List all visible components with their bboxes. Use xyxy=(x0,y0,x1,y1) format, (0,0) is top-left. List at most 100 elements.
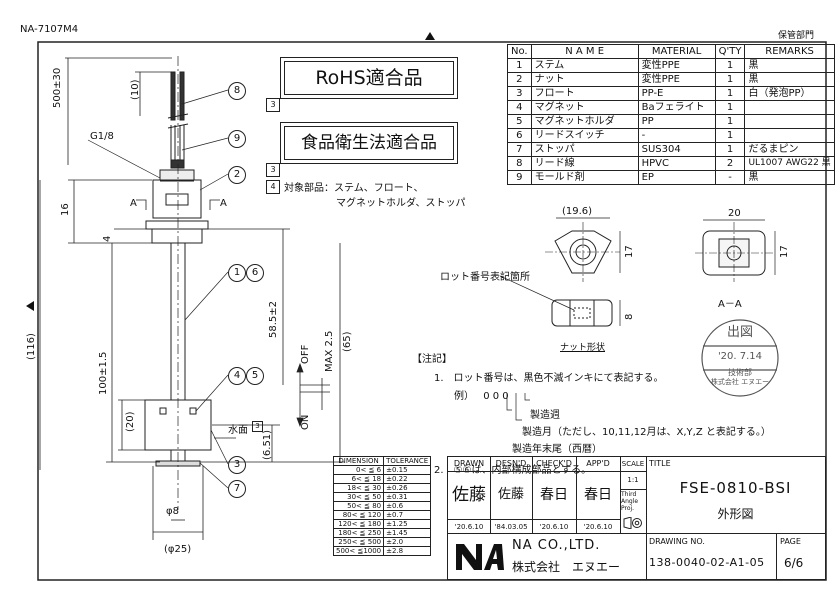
note-2: 2. ⑤⑥は、内部構成部品とする。 xyxy=(434,465,592,476)
label-desnd: DESN'D xyxy=(490,457,533,472)
balloon-5: 5 xyxy=(246,367,264,385)
dim-nut-width: (19.6) xyxy=(562,206,593,217)
table-row: 500< ≦1000±2.8 xyxy=(332,546,432,556)
balloon-4: 4 xyxy=(228,367,246,385)
approval-stamp xyxy=(701,319,779,397)
revision-mark-4-target: 4 xyxy=(266,180,280,194)
note-1: 1. ロット番号は、黒色不滅インキにて表記する。 xyxy=(434,373,664,384)
section-mark-left: A xyxy=(130,198,137,209)
center-mark-left xyxy=(26,301,34,311)
note-leaders xyxy=(506,393,530,421)
label-appd: APP'D xyxy=(576,457,620,472)
dim-10: (10) xyxy=(130,79,141,100)
tolerance-header-dimension: DIMENSION xyxy=(332,456,385,466)
scale-value: 1:1 xyxy=(620,471,646,490)
dim-nut-height: 17 xyxy=(624,245,635,258)
dim-aa-height: 17 xyxy=(779,245,790,258)
part-name: 外形図 xyxy=(717,507,754,521)
header-material: MATERIAL xyxy=(637,44,716,59)
dim-phi8: φ8 xyxy=(166,506,179,517)
doc-code: NA-7107M4 xyxy=(20,24,79,35)
dim-max-2-5: MAX 2.5 xyxy=(324,330,335,372)
drawing-number: 138-0040-02-A1-05 xyxy=(649,556,765,569)
balloon-3: 3 xyxy=(228,456,246,474)
signature-drawn: 佐藤 xyxy=(448,471,491,519)
center-mark-top xyxy=(425,32,435,40)
dim-g18: G1/8 xyxy=(90,131,114,142)
tolerance-header-tolerance: TOLERANCE xyxy=(383,456,432,466)
date-desnd: '84.03.05 xyxy=(490,519,533,534)
nut-top-view xyxy=(545,217,621,282)
dimension-lines xyxy=(39,57,345,540)
part-number: FSE-0810-BSI xyxy=(679,479,792,497)
section-aa-label: A－A xyxy=(718,299,742,310)
table-row: 120< ≦ 180±1.25 xyxy=(332,519,432,529)
label-title: TITLE xyxy=(649,459,671,468)
table-row: 0< ≦ 6±0.15 xyxy=(332,465,432,475)
signature-area: DRAWN DESN'D CHECK'D APP'D 佐藤 佐藤 春日 春日 '… xyxy=(448,457,621,534)
date-drawn: '20.6.10 xyxy=(448,519,491,534)
dim-20: (20) xyxy=(125,411,136,432)
balloon-2: 2 xyxy=(228,166,246,184)
storage-label: 保管部門 xyxy=(778,31,815,41)
table-row: 250< ≦ 500±2.0 xyxy=(332,537,432,547)
projection-label: Third Angle Proj. xyxy=(621,491,639,512)
date-appd: '20.6.10 xyxy=(576,519,620,534)
balloon-6: 6 xyxy=(246,264,264,282)
balloon-8: 8 xyxy=(228,82,246,100)
lot-number-location-label: ロット番号表記箇所 xyxy=(440,272,530,283)
stamp-company: 株式会社 エヌエー xyxy=(710,378,770,386)
nut-shape-label: ナット形状 xyxy=(560,343,606,353)
note-week: 製造週 xyxy=(530,410,560,421)
food-safety-badge: 食品衛生法適合品 xyxy=(280,122,458,164)
label-checkd: CHECK'D xyxy=(532,457,577,472)
projection-symbol-icon xyxy=(623,517,642,529)
header-qty: Q'TY xyxy=(714,44,746,59)
label-drawn: DRAWN xyxy=(448,457,491,472)
drawing-border xyxy=(37,41,827,581)
notes-title: 【注記】 xyxy=(412,354,452,365)
label-page: PAGE xyxy=(780,537,801,546)
notes-section: 【注記】 1. ロット番号は、黒色不滅インキにて表記する。 例） 0 0 0 製… xyxy=(412,350,771,476)
signature-checkd: 春日 xyxy=(532,471,577,519)
dim-6-51: (6.51) xyxy=(262,429,273,460)
table-row: 180< ≦ 250±1.45 xyxy=(332,528,432,538)
stamp-top: 出図 xyxy=(726,325,753,340)
balloon-1: 1 xyxy=(228,264,246,282)
parts-table-header: No. N A M E MATERIAL Q'TY REMARKS xyxy=(507,44,835,59)
section-mark-right: A xyxy=(220,198,227,209)
page-number: 6/6 xyxy=(784,556,804,570)
title-area: TITLE FSE-0810-BSI 外形図 xyxy=(646,457,825,533)
dim-phi25: (φ25) xyxy=(164,544,192,555)
note-example-code: 0 0 0 xyxy=(483,391,509,402)
revision-mark-3-rohs: 3 xyxy=(266,98,280,112)
company-area: NA CO.,LTD. 株式会社 エヌエー xyxy=(448,533,647,580)
target-parts-line1: 対象部品：ステム、フロート、 xyxy=(284,183,424,194)
rohs-text: RoHS適合品 xyxy=(284,61,454,95)
dim-4: 4 xyxy=(102,235,113,242)
signature-appd: 春日 xyxy=(584,487,612,503)
dim-500: 500±30 xyxy=(52,67,63,108)
company-name-en: NA CO.,LTD. xyxy=(512,538,601,553)
signature-desnd: 佐藤 xyxy=(490,471,533,519)
water-level-label: 水面 xyxy=(228,425,248,436)
label-drawing-no: DRAWING NO. xyxy=(649,537,705,546)
dim-58-5: 58.5±2 xyxy=(268,300,279,338)
table-row: 30< ≦ 50±0.31 xyxy=(332,492,432,502)
target-parts-line2: マグネットホルダ、ストッパ xyxy=(336,198,466,209)
label-scale: SCALE xyxy=(620,457,646,472)
company-name-jp: 株式会社 エヌエー xyxy=(512,560,621,574)
balloon-7: 7 xyxy=(228,480,246,498)
label-on: ON xyxy=(300,414,311,430)
drawing-number-area: DRAWING NO. 138-0040-02-A1-05 xyxy=(646,533,777,580)
header-name: N A M E xyxy=(530,44,639,59)
table-row: 50< ≦ 80±0.6 xyxy=(332,501,432,511)
dim-116: (116) xyxy=(26,333,37,360)
